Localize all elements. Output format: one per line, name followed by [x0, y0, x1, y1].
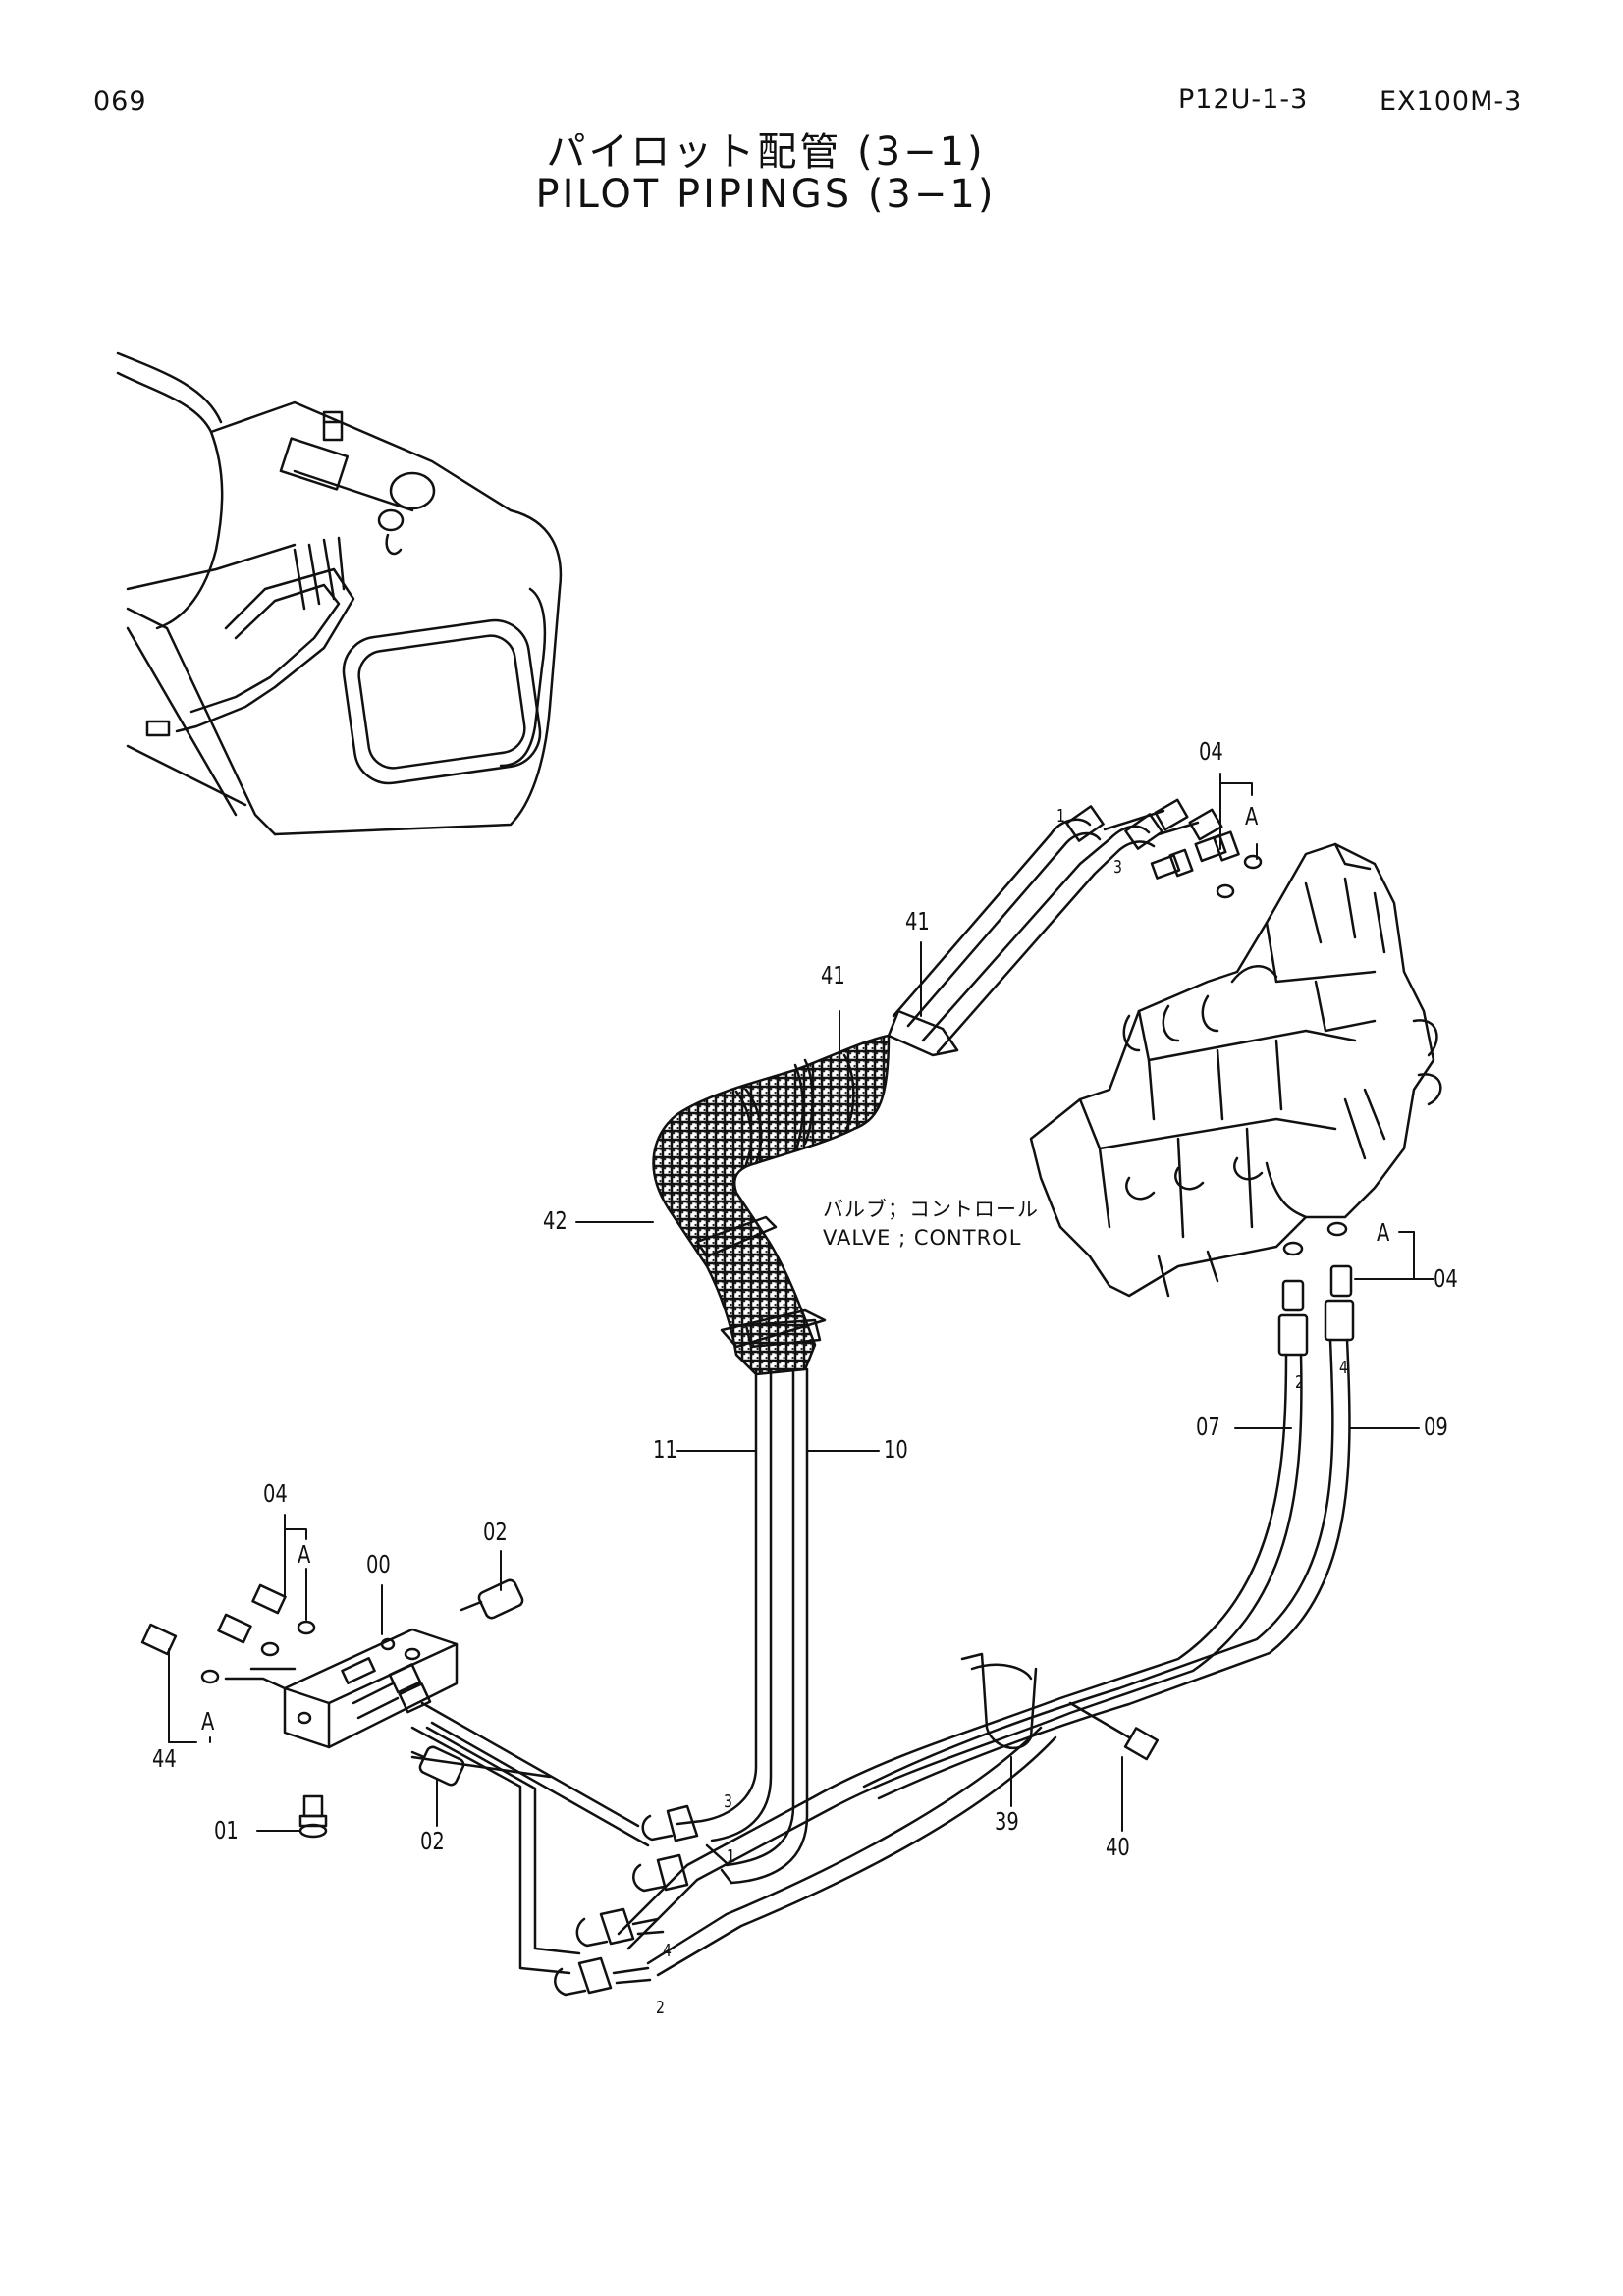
callout-02-bottom: 02 [420, 1827, 445, 1855]
port-mark-2-bottom: 2 [656, 1998, 665, 2018]
callout-07: 07 [1196, 1413, 1220, 1441]
title-english: PILOT PIPINGS (3−1) [535, 172, 997, 217]
port-mark-3-top: 3 [1113, 857, 1122, 878]
callout-02-top: 02 [483, 1518, 508, 1546]
valve-label-english: VALVE ; CONTROL [823, 1226, 1022, 1250]
callout-44: 44 [152, 1744, 177, 1773]
callout-04-left: 04 [263, 1479, 288, 1508]
port-mark-1-top: 1 [1056, 806, 1065, 827]
port-mark-4-bottom: 4 [663, 1941, 672, 1961]
model-code: EX100M-3 [1380, 86, 1523, 117]
page-number: 069 [93, 86, 147, 117]
title-japanese: パイロット配管 (3−1) [546, 130, 986, 175]
section-code: P12U-1-3 [1178, 84, 1309, 115]
upper-pilot-hoses [887, 798, 1263, 1057]
leader-lines [168, 773, 1434, 1832]
callout-39: 39 [995, 1807, 1019, 1836]
valve-label-japanese: バルブ；コントロール [823, 1198, 1039, 1221]
lower-end-fittings [554, 1907, 665, 1997]
control-valve-illustration [1029, 842, 1442, 1298]
callout-a-left: A [298, 1540, 311, 1569]
protective-sleeve-42 [652, 1034, 891, 1376]
port-mark-2-right: 2 [1295, 1372, 1304, 1393]
callout-04-right: 04 [1434, 1264, 1458, 1293]
callout-01: 01 [214, 1816, 239, 1844]
callout-a-bottom: A [201, 1707, 215, 1735]
callout-a-right: A [1377, 1218, 1390, 1247]
port-mark-4-right: 4 [1339, 1358, 1348, 1378]
callout-10: 10 [884, 1435, 908, 1464]
port-mark-3-bottom: 3 [724, 1791, 732, 1812]
port-mark-1-bottom: 1 [727, 1846, 735, 1867]
callout-41-upper: 41 [905, 907, 930, 935]
callout-11: 11 [653, 1435, 677, 1464]
callout-40: 40 [1106, 1833, 1130, 1861]
callout-04-top: 04 [1199, 737, 1223, 766]
callout-a-top: A [1245, 802, 1259, 830]
machine-overview-illustration [116, 351, 563, 836]
callout-41-lower: 41 [821, 961, 845, 989]
callout-09: 09 [1424, 1413, 1448, 1441]
callout-42: 42 [543, 1206, 568, 1235]
pilot-manifold-block [140, 1578, 650, 1975]
callout-00: 00 [366, 1550, 391, 1578]
hoses-07-09 [617, 1221, 1355, 1977]
